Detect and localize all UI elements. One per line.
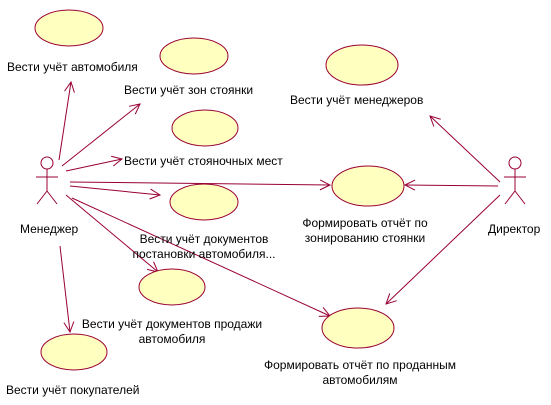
actor-manager-label: Менеджер <box>20 222 79 236</box>
assoc-manager-zoning-report <box>69 182 330 185</box>
usecase-managers-shape <box>325 44 399 86</box>
usecase-parking-docs-label-line1: Вести учёт документов <box>140 232 269 246</box>
actor-director-leg-left <box>504 190 516 205</box>
actor-manager-head <box>40 156 54 170</box>
usecase-sales-docs-shape <box>138 268 206 306</box>
usecase-zoning-report-label-line1: Формировать отчёт по <box>302 216 428 230</box>
assoc-manager-sales-report <box>71 197 330 316</box>
usecase-customers-shape <box>40 333 108 371</box>
usecase-sales-docs-label-line1: Вести учёт документов продажи <box>82 317 262 331</box>
usecase-zoning-report-shape <box>331 165 405 207</box>
usecase-sales-report-label-line1: Формировать отчёт по проданным <box>264 358 456 372</box>
assoc-manager-sales-docs <box>65 194 158 272</box>
usecase-parking-docs-shape <box>169 183 239 221</box>
usecase-sales-report-shape <box>321 307 395 349</box>
usecase-places-shape <box>171 109 239 147</box>
usecase-zoning-report-label-line2: зонированию стоянки <box>305 231 425 245</box>
usecase-places-label: Вести учёт стояночных мест <box>124 154 283 168</box>
assoc-manager-places <box>65 159 122 172</box>
assoc-director-zoning-report <box>405 185 499 186</box>
actor-director-leg-right <box>514 190 526 205</box>
actor-director-head <box>508 156 522 170</box>
actor-director <box>504 156 526 205</box>
assoc-director-sales-report <box>386 194 501 304</box>
usecase-zones-shape <box>159 37 229 75</box>
usecase-customers-label: Вести учёт покупателей <box>6 383 139 397</box>
assoc-manager-parking-docs <box>69 185 160 195</box>
actor-manager-leg-left <box>36 190 48 205</box>
usecase-parking-docs-label-line2: постановки автомобиля... <box>133 247 276 261</box>
actor-manager-leg-right <box>46 190 58 205</box>
usecase-managers-label: Вести учёт менеджеров <box>290 93 423 107</box>
assoc-manager-cars <box>58 82 71 161</box>
associations <box>58 82 501 332</box>
assoc-manager-zones <box>61 104 140 167</box>
usecase-cars-label: Вести учёт автомобиля <box>7 60 138 74</box>
usecase-zones-label: Вести учёт зон стоянки <box>124 83 253 97</box>
usecase-cars-shape <box>34 9 104 47</box>
actor-manager <box>36 156 58 205</box>
assoc-manager-customers <box>59 245 70 332</box>
assoc-director-managers <box>430 116 501 183</box>
usecases <box>34 9 405 371</box>
usecase-sales-report-label-line2: автомобилям <box>322 373 397 387</box>
usecase-sales-docs-label-line2: автомобиля <box>139 332 206 346</box>
actor-director-label: Директор <box>488 222 541 236</box>
